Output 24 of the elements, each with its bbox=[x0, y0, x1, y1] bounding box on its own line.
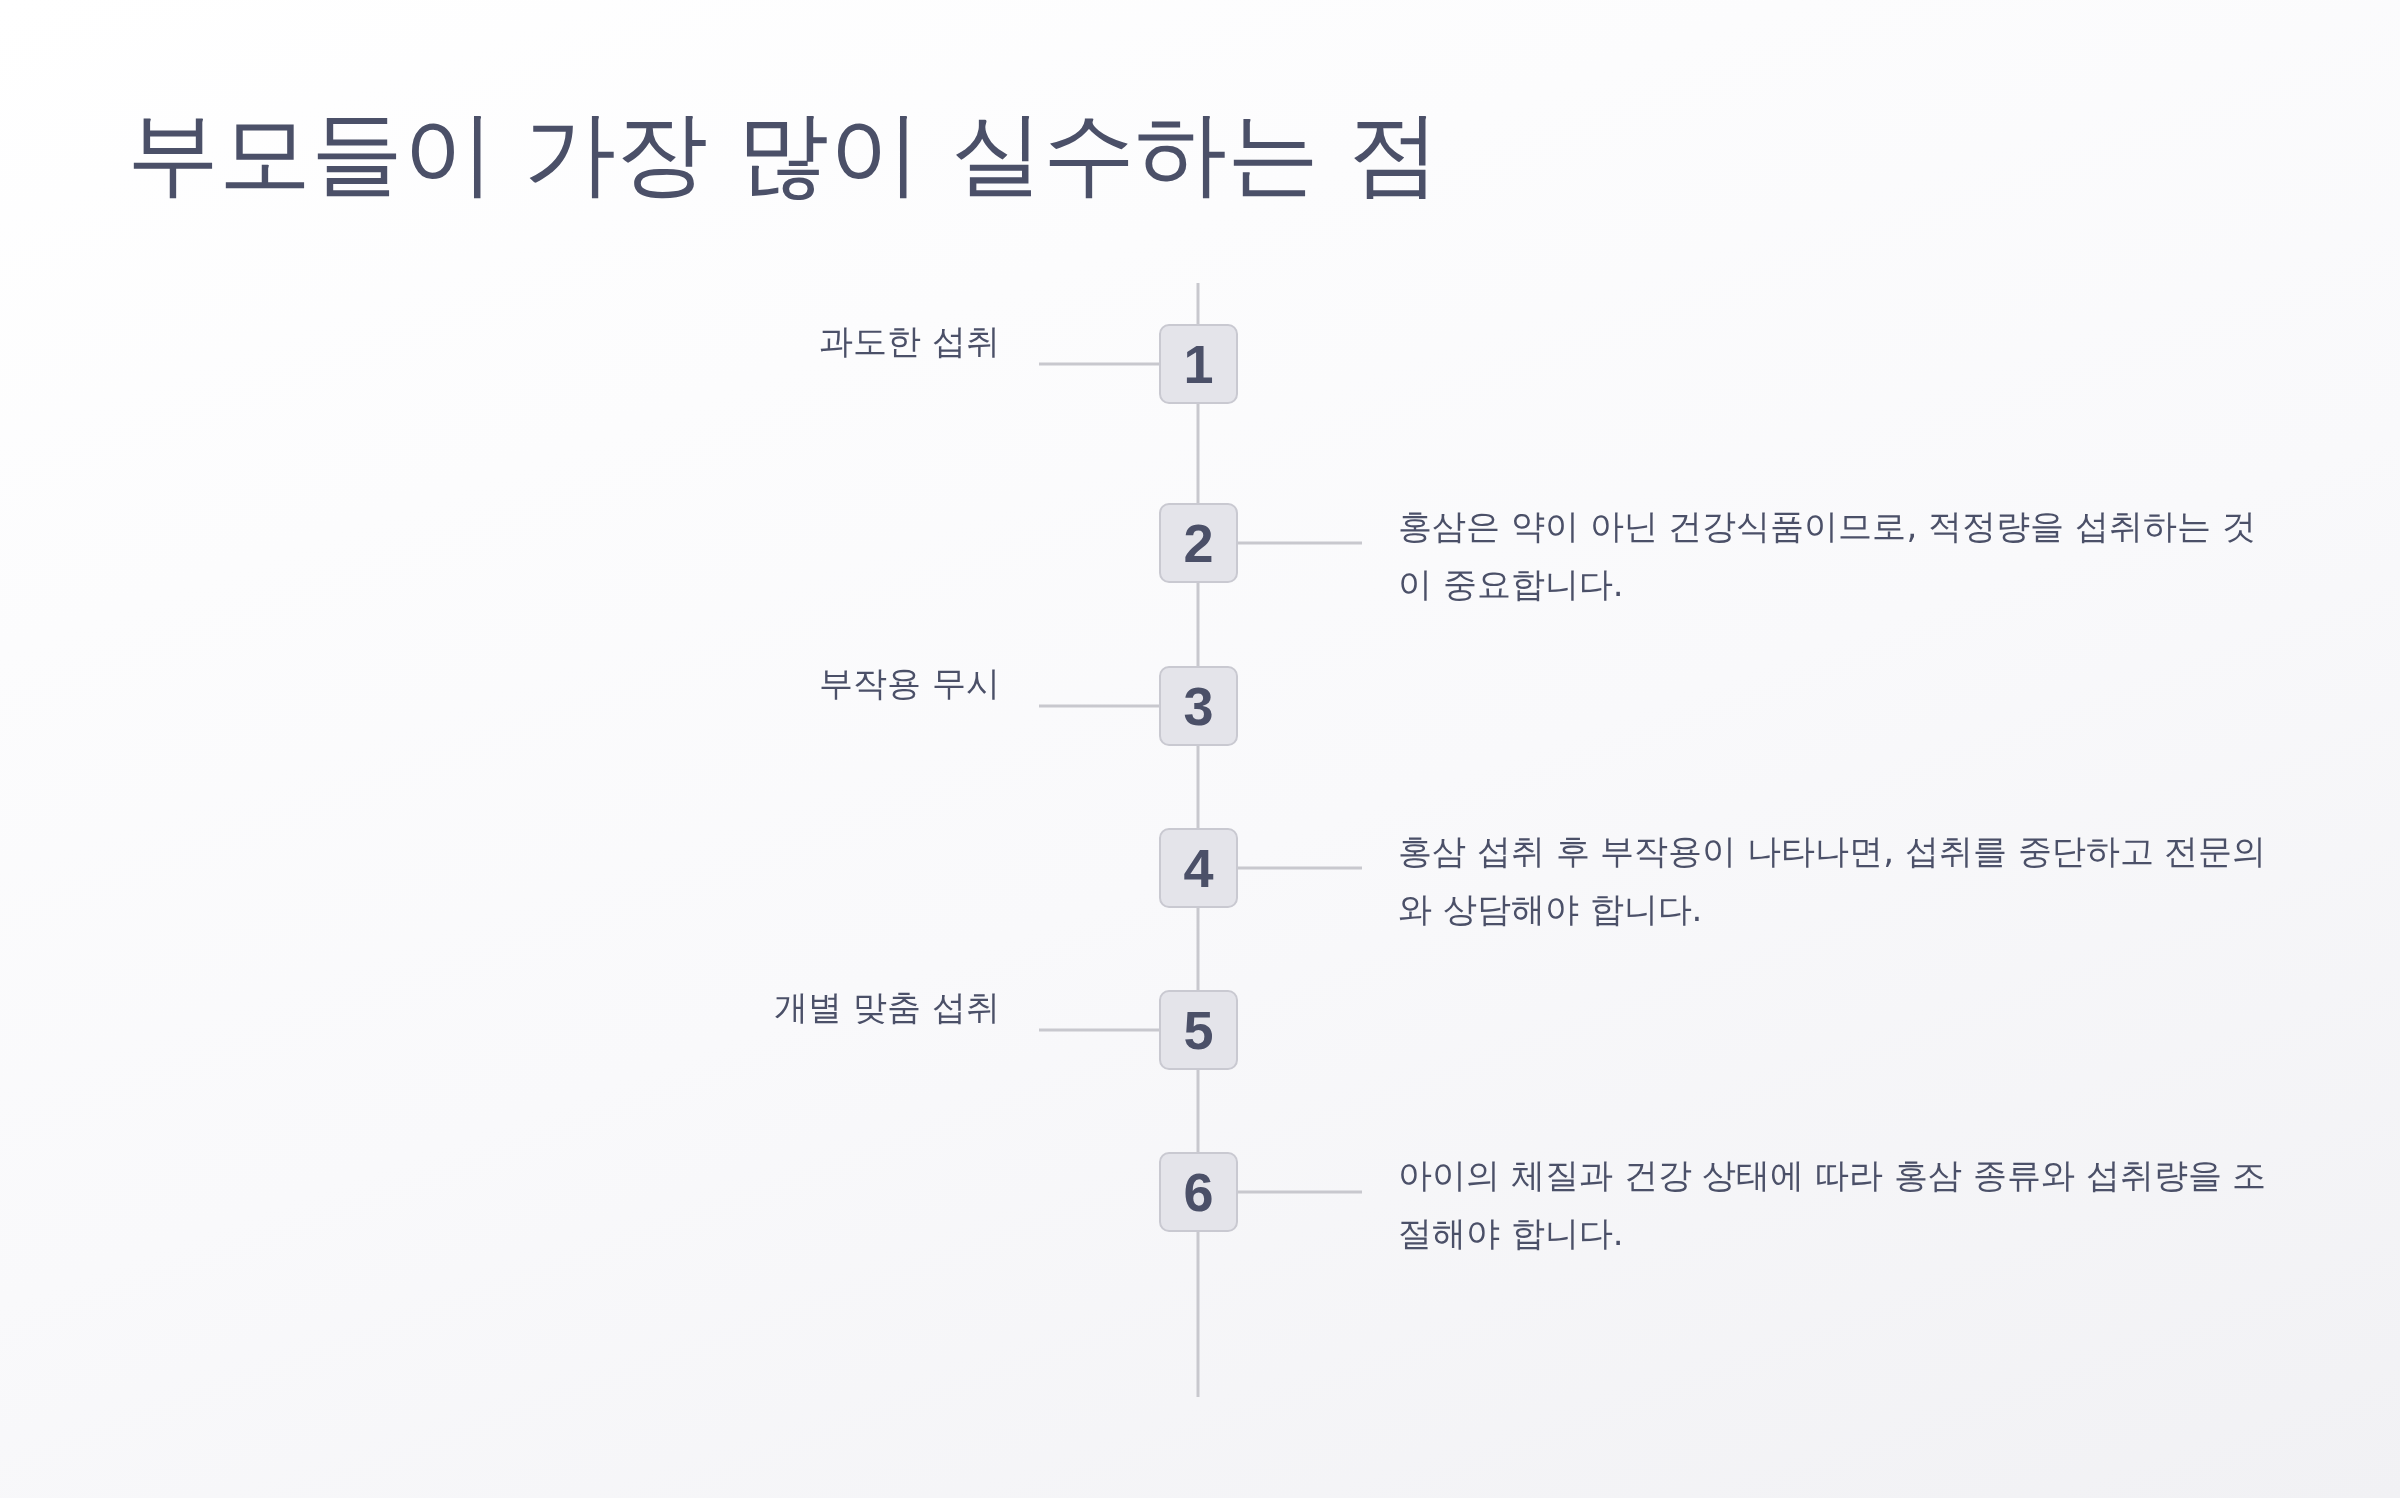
timeline-line bbox=[1196, 1070, 1200, 1152]
step-label: 과도한 섭취 bbox=[819, 319, 1039, 365]
connector-line bbox=[1238, 541, 1362, 545]
connector-line bbox=[1238, 866, 1362, 870]
connector-line bbox=[1039, 1028, 1159, 1032]
step-label: 개별 맞춤 섭취 bbox=[774, 985, 1039, 1031]
connector-line bbox=[1238, 1190, 1362, 1194]
timeline-line bbox=[1196, 908, 1200, 990]
step-number-box: 4 bbox=[1159, 828, 1238, 908]
timeline-line bbox=[1196, 746, 1200, 828]
timeline-line bbox=[1196, 404, 1200, 503]
title: 부모들이 가장 많이 실수하는 점 bbox=[127, 99, 1440, 209]
step-number-box: 3 bbox=[1159, 666, 1238, 746]
connector-line bbox=[1039, 362, 1159, 366]
step-number-box: 1 bbox=[1159, 324, 1238, 404]
step-number-box: 5 bbox=[1159, 990, 1238, 1070]
step-description: 아이의 체질과 건강 상태에 따라 홍삼 종류와 섭취량을 조절해야 합니다. bbox=[1362, 1146, 2282, 1262]
step-number-box: 2 bbox=[1159, 503, 1238, 583]
step-number-box: 6 bbox=[1159, 1152, 1238, 1232]
step-label: 부작용 무시 bbox=[819, 661, 1039, 707]
timeline-line bbox=[1196, 583, 1200, 666]
step-description: 홍삼 섭취 후 부작용이 나타나면, 섭취를 중단하고 전문의와 상담해야 합니다. bbox=[1362, 822, 2282, 938]
connector-line bbox=[1039, 704, 1159, 708]
step-description: 홍삼은 약이 아닌 건강식품이므로, 적정량을 섭취하는 것이 중요합니다. bbox=[1362, 497, 2282, 613]
